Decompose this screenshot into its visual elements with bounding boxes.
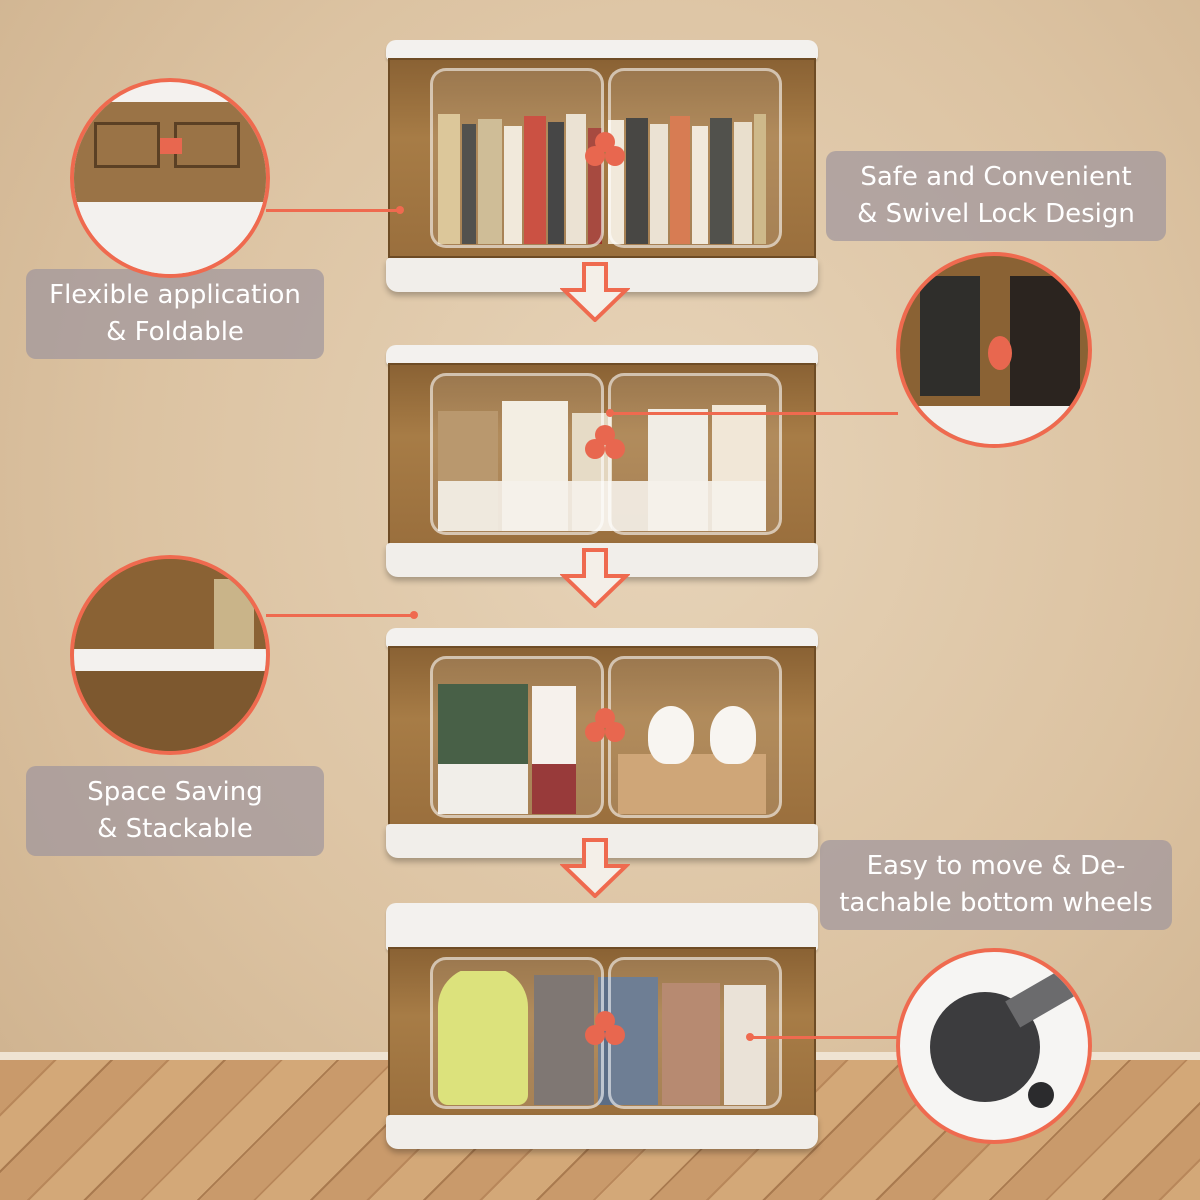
callout-line <box>612 412 898 415</box>
storage-box-books <box>386 40 818 295</box>
label-line: Space Saving <box>87 777 263 807</box>
box-contents-books <box>438 82 766 244</box>
label-line: tachable bottom wheels <box>839 888 1153 918</box>
swivel-lock-icon <box>585 708 625 744</box>
callout-dot <box>410 611 418 619</box>
storage-box-snacks <box>386 345 818 577</box>
callout-lock-detail <box>896 252 1092 448</box>
down-arrow-icon <box>560 838 630 898</box>
box-door-right <box>608 373 782 535</box>
callout-dot <box>606 409 614 417</box>
down-arrow-icon <box>560 548 630 608</box>
swivel-lock-icon <box>585 425 625 461</box>
callout-line <box>752 1036 898 1039</box>
label-swivel-lock: Safe and Convenient & Swivel Lock Design <box>826 151 1166 241</box>
box-door-right <box>608 656 782 818</box>
swivel-lock-icon <box>585 1011 625 1047</box>
callout-dot <box>746 1033 754 1041</box>
box-lid <box>386 903 818 951</box>
swivel-lock-icon <box>585 132 625 168</box>
box-lid <box>386 345 818 365</box>
box-door-left <box>430 373 604 535</box>
label-wheels: Easy to move & De- tachable bottom wheel… <box>820 840 1172 930</box>
box-body <box>388 58 816 258</box>
box-body <box>388 947 816 1119</box>
box-door-right <box>608 957 782 1109</box>
box-base <box>386 1115 818 1149</box>
storage-box-clothes <box>386 903 818 1155</box>
label-line: & Swivel Lock Design <box>857 199 1135 229</box>
label-line: & Stackable <box>97 814 253 844</box>
callout-line <box>266 209 402 212</box>
box-door-left <box>430 656 604 818</box>
callout-stack-detail <box>70 555 270 755</box>
label-line: Flexible application <box>49 280 301 310</box>
box-door-left <box>430 68 604 248</box>
down-arrow-icon <box>560 262 630 322</box>
box-lid <box>386 628 818 648</box>
box-body <box>388 363 816 545</box>
label-stackable: Space Saving & Stackable <box>26 766 324 856</box>
box-contents-toys <box>438 670 766 814</box>
label-line: Safe and Convenient <box>860 162 1132 192</box>
box-body <box>388 646 816 828</box>
box-lid <box>386 40 818 60</box>
storage-box-toys <box>386 628 818 858</box>
callout-wheel-detail <box>896 948 1092 1144</box>
label-foldable: Flexible application & Foldable <box>26 269 324 359</box>
label-line: & Foldable <box>106 317 244 347</box>
box-door-left <box>430 957 604 1109</box>
callout-dot <box>396 206 404 214</box>
callout-fold-detail <box>70 78 270 278</box>
box-door-right <box>608 68 782 248</box>
callout-line <box>266 614 414 617</box>
label-line: Easy to move & De- <box>866 851 1126 881</box>
